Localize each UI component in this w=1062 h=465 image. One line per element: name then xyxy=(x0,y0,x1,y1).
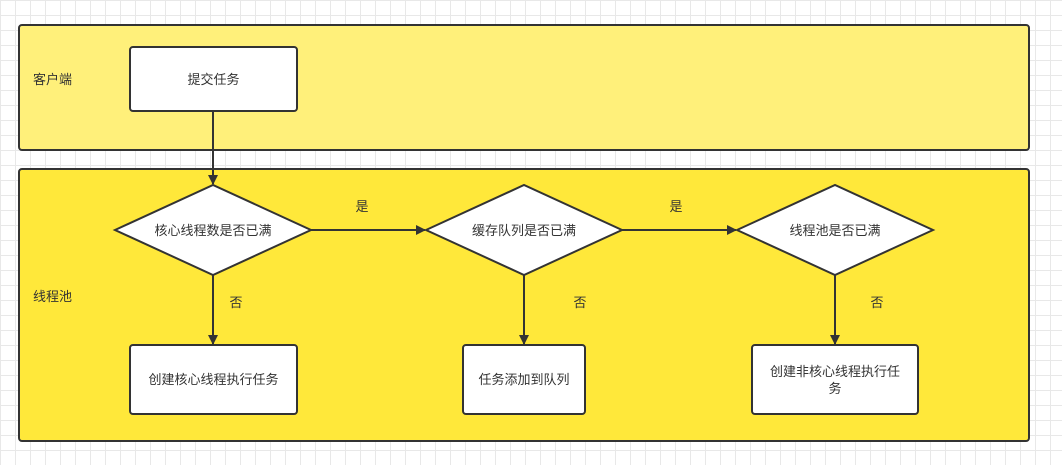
add-to-queue-label: 任务添加到队列 xyxy=(478,372,569,388)
create-noncore-thread-label-line2: 务 xyxy=(828,381,841,397)
submit-task-label: 提交任务 xyxy=(187,72,239,88)
edge-label-no-3: 否 xyxy=(870,296,883,311)
submit-task-node: 提交任务 xyxy=(129,46,298,112)
edge-label-no-2: 否 xyxy=(573,296,586,311)
create-core-thread-label: 创建核心线程执行任务 xyxy=(148,372,278,388)
client-lane-label: 客户端 xyxy=(33,72,72,88)
create-noncore-thread-node: 创建非核心线程执行任 务 xyxy=(751,344,919,415)
pool-full-decision: 线程池是否已满 xyxy=(734,183,936,277)
pool-full-label: 线程池是否已满 xyxy=(789,224,880,239)
edge-label-yes-1: 是 xyxy=(355,200,368,215)
queue-full-label: 缓存队列是否已满 xyxy=(472,224,576,239)
edge-label-yes-2: 是 xyxy=(669,200,682,215)
add-to-queue-node: 任务添加到队列 xyxy=(462,344,586,415)
pool-lane-label: 线程池 xyxy=(33,290,72,305)
queue-full-decision: 缓存队列是否已满 xyxy=(423,183,625,277)
edge-label-no-1: 否 xyxy=(229,296,242,311)
create-noncore-thread-label-line1: 创建非核心线程执行任 xyxy=(770,365,900,380)
core-full-label: 核心线程数是否已满 xyxy=(154,224,271,239)
core-full-decision: 核心线程数是否已满 xyxy=(112,183,314,277)
create-core-thread-node: 创建核心线程执行任务 xyxy=(129,344,298,415)
